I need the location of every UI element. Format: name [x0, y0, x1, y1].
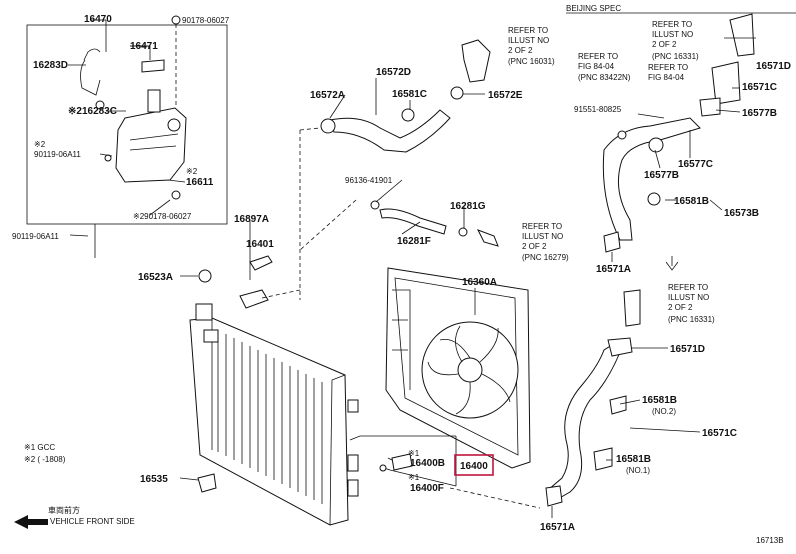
part-label-16360a[interactable]: 16360A [462, 277, 497, 288]
refer-note-pnc-16331-bottom[interactable]: REFER TO ILLUST NO 2 OF 2 (PNC 16331) [668, 283, 715, 324]
part-label-16581b-mid[interactable]: 16581B [642, 395, 677, 406]
svg-text:ILLUST NO: ILLUST NO [652, 30, 693, 39]
bypass-hose-drawing [299, 199, 499, 251]
region-label: BEIJING SPEC [566, 4, 621, 13]
vehicle-front-arrow-icon [14, 515, 48, 529]
svg-text:FIG 84-04: FIG 84-04 [578, 62, 615, 71]
legend-note-2: ※2 ( -1808) [24, 455, 66, 464]
reserve-tank-inset-box [26, 24, 228, 225]
refer-note-pnc-16279[interactable]: REFER TO ILLUST NO 2 OF 2 (PNC 16279) [522, 222, 569, 262]
part-label-16581b-top[interactable]: 16581B [674, 196, 709, 207]
part-label-16571a-right[interactable]: 16571A [596, 264, 631, 275]
part-label-91551[interactable]: 91551-80825 [574, 105, 622, 114]
part-note-16400f: ※1 [408, 473, 420, 482]
part-label-16611[interactable]: 16611 [186, 177, 214, 188]
part-label-16572d[interactable]: 16572D [376, 67, 411, 78]
svg-text:(PNC 83422N): (PNC 83422N) [578, 73, 631, 82]
part-note-16581b-low: (NO.1) [626, 466, 650, 475]
part-label-16571d-top[interactable]: 16571D [756, 61, 791, 72]
refer-note-fig-84-04[interactable]: REFER TO FIG 84-04 [648, 63, 688, 82]
part-note-16400b: ※1 [408, 449, 420, 458]
part-label-16471[interactable]: 16471 [130, 41, 158, 52]
part-note-90119-left: ※2 [34, 140, 46, 149]
figure-id: 16713B [756, 536, 784, 545]
svg-text:2 OF 2: 2 OF 2 [652, 40, 677, 49]
direction-label-cn: 車両前方 [48, 505, 80, 515]
highlight-box-16400 [454, 454, 494, 476]
part-note-16611: ※2 [186, 167, 198, 176]
svg-text:ILLUST NO: ILLUST NO [522, 232, 563, 241]
legend-note-1: ※1 GCC [24, 443, 55, 452]
svg-text:ILLUST NO: ILLUST NO [508, 36, 549, 45]
drain-cock-drawing [349, 435, 457, 487]
svg-text:REFER TO: REFER TO [522, 222, 562, 231]
part-label-16283c[interactable]: ※216283C [68, 106, 117, 117]
part-label-16281g[interactable]: 16281G [450, 201, 486, 212]
radiator-drawing [189, 303, 359, 526]
svg-text:REFER TO: REFER TO [648, 63, 688, 72]
part-label-90119-outside[interactable]: 90119-06A11 [12, 232, 59, 241]
svg-text:2 OF 2: 2 OF 2 [522, 242, 547, 251]
upper-hose-drawing [261, 39, 491, 300]
refer-note-pnc-16331-top[interactable]: REFER TO ILLUST NO 2 OF 2 (PNC 16331) [652, 20, 699, 61]
refer-note-pnc-83422n[interactable]: REFER TO FIG 84-04 (PNC 83422N) [578, 52, 631, 82]
part-label-16581b-low[interactable]: 16581B [616, 454, 651, 465]
part-label-16283d[interactable]: 16283D [33, 60, 68, 71]
refer-note-pnc-16031[interactable]: REFER TO ILLUST NO 2 OF 2 (PNC 16031) [508, 26, 555, 66]
svg-text:(PNC 16031): (PNC 16031) [508, 57, 555, 66]
part-label-16281f[interactable]: 16281F [397, 236, 431, 247]
svg-text:ILLUST NO: ILLUST NO [668, 293, 709, 302]
part-label-90119-left[interactable]: 90119-06A11 [34, 150, 81, 159]
svg-text:(PNC 16331): (PNC 16331) [652, 52, 699, 61]
svg-text:REFER TO: REFER TO [578, 52, 618, 61]
part-label-16572a[interactable]: 16572A [310, 90, 345, 101]
part-label-16897a[interactable]: 16897A [234, 214, 269, 225]
svg-text:REFER TO: REFER TO [508, 26, 548, 35]
part-label-16573b[interactable]: 16573B [724, 208, 759, 219]
direction-label-en: VEHICLE FRONT SIDE [50, 517, 135, 526]
heater-hose-drawing [602, 13, 755, 327]
radiator-cap-drawing [197, 255, 273, 493]
part-label-16401[interactable]: 16401 [246, 239, 274, 250]
part-label-16523a[interactable]: 16523A [138, 272, 173, 283]
svg-text:2 OF 2: 2 OF 2 [668, 303, 693, 312]
part-label-16400f[interactable]: 16400F [410, 483, 444, 494]
part-label-16535[interactable]: 16535 [140, 474, 168, 485]
part-label-16577c[interactable]: 16577C [678, 159, 713, 170]
leader-lines [68, 19, 756, 518]
part-label-16470[interactable]: 16470 [84, 14, 112, 25]
part-label-16400[interactable]: 16400 [460, 461, 488, 472]
part-label-16577b-mid[interactable]: 16577B [644, 170, 679, 181]
svg-text:2 OF 2: 2 OF 2 [508, 46, 533, 55]
fan-shroud-drawing [385, 267, 531, 469]
part-label-16571c-bottom[interactable]: 16571C [702, 428, 737, 439]
lower-hose-drawing [449, 256, 679, 509]
reserve-tank-drawing [80, 15, 187, 200]
part-label-16577b-top[interactable]: 16577B [742, 108, 777, 119]
part-note-16581b-mid: (NO.2) [652, 407, 676, 416]
part-label-16571d-bottom[interactable]: 16571D [670, 344, 705, 355]
part-label-90178-top[interactable]: 90178-06027 [182, 16, 230, 25]
part-label-16571c-top[interactable]: 16571C [742, 82, 777, 93]
svg-text:(PNC 16331): (PNC 16331) [668, 315, 715, 324]
svg-text:(PNC 16279): (PNC 16279) [522, 253, 569, 262]
part-label-16581c-top[interactable]: 16581C [392, 89, 427, 100]
part-label-16400b[interactable]: 16400B [410, 458, 445, 469]
svg-text:REFER TO: REFER TO [668, 283, 708, 292]
svg-text:FIG 84-04: FIG 84-04 [648, 73, 685, 82]
part-label-96136[interactable]: 96136-41901 [345, 176, 393, 185]
part-label-90178-bottom[interactable]: ※290178-06027 [133, 212, 192, 221]
svg-text:REFER TO: REFER TO [652, 20, 692, 29]
part-label-16571a-bottom[interactable]: 16571A [540, 522, 575, 533]
part-label-16572e[interactable]: 16572E [488, 90, 523, 101]
